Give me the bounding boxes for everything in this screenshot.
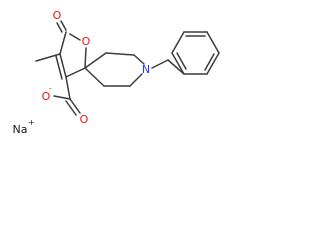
bond-n-ch2 — [151, 59, 169, 69]
carbonyl-oxygen-label: O — [53, 9, 62, 22]
sodium-label: Na — [13, 123, 28, 136]
bond-carboxyl-o-double-a — [69, 98, 81, 114]
bond-ca-cb — [105, 52, 135, 56]
chemical-structure-diagram: O O O - O N Na + — [13, 9, 220, 136]
bond-c3-c4 — [59, 53, 67, 78]
piperidine-nitrogen-label: N — [142, 63, 150, 76]
bonds — [35, 20, 220, 116]
ring-oxygen-label: O — [82, 35, 91, 48]
bond-spiro-ca — [84, 52, 107, 69]
bond-c2-o1 — [60, 20, 67, 31]
bond-n-cc — [129, 73, 143, 87]
bond-c2-o1-double — [56, 22, 63, 33]
bond-c3-c4-double — [55, 55, 63, 80]
atom-labels: O O O - O N Na + — [13, 9, 151, 136]
bond-ph3-ph4 — [206, 31, 220, 54]
carboxyl-oxygen-double-label: O — [80, 113, 89, 126]
bond-ph5-ph6 — [171, 31, 185, 54]
bond-carboxyl-o-single — [53, 95, 71, 100]
bond-c2-oring — [69, 33, 81, 41]
bond-ph6-ph1 — [171, 52, 185, 75]
bond-ch2-phenyl — [167, 59, 185, 75]
carboxylate-charge: - — [49, 84, 52, 93]
bond-ph2-ph3-inner — [204, 53, 215, 71]
bond-oring-spiro — [84, 47, 87, 69]
bond-c4-spiro — [65, 67, 86, 78]
bond-carboxyl-o-double-b — [65, 100, 77, 116]
bond-cd-spiro — [84, 67, 105, 87]
bond-c4-carboxyl — [65, 76, 71, 100]
bond-ph2-ph3 — [206, 52, 220, 75]
bond-cb-n — [133, 54, 145, 65]
bond-c3-methyl — [35, 53, 61, 62]
sodium-charge: + — [28, 118, 35, 127]
carboxylate-oxygen-label: O — [42, 90, 51, 103]
bond-c2-c3 — [59, 31, 67, 55]
bond-ph6-ph1-inner — [176, 52, 187, 70]
